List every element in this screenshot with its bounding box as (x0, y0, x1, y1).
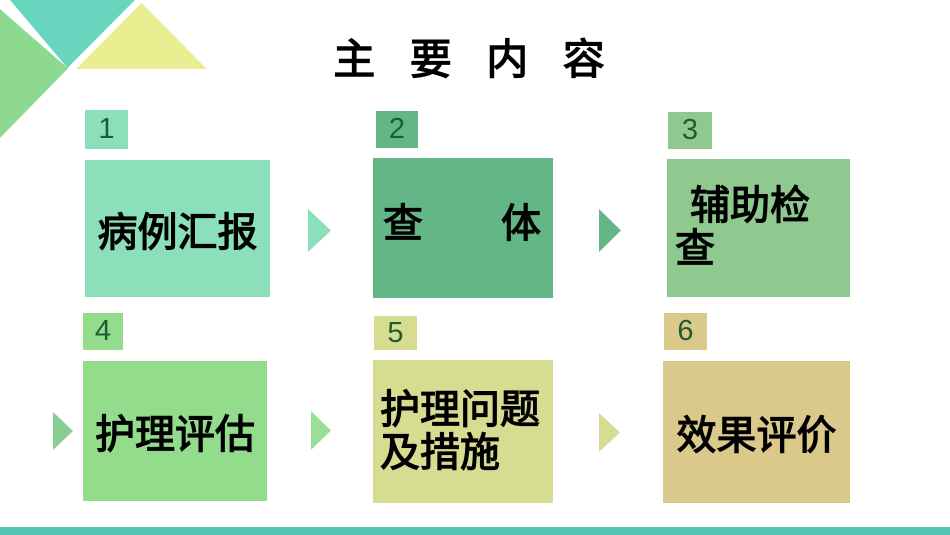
step-number-2: 2 (376, 111, 418, 148)
step-box-nursing-assessment: 护理评估 (83, 361, 267, 501)
step-label-nursing-assessment: 护理评估 (95, 412, 255, 457)
step-number-6: 6 (664, 313, 707, 350)
step-number-4: 4 (83, 313, 123, 350)
step-label-auxiliary-exam: 辅助检 查 (675, 183, 810, 271)
step-label-physical-exam-right: 体 (501, 201, 541, 246)
arrow-right-icon (53, 412, 73, 450)
arrow-right-icon (599, 209, 621, 252)
step-number-1: 1 (85, 110, 128, 149)
step-number-5: 5 (374, 316, 417, 350)
bottom-accent-bar (0, 527, 950, 535)
arrow-right-icon (599, 413, 620, 452)
step-box-physical-exam: 查 体 (373, 158, 553, 298)
step-label-physical-exam-left: 查 (383, 201, 423, 246)
arrow-right-icon (311, 411, 331, 450)
step-box-nursing-problems: 护理问题 及措施 (373, 360, 553, 503)
step-box-auxiliary-exam: 辅助检 查 (667, 159, 850, 297)
arrow-right-icon (308, 209, 331, 252)
step-label-nursing-problems: 护理问题 及措施 (380, 386, 540, 475)
slide-title: 主 要 内 容 (333, 38, 617, 84)
step-number-3: 3 (668, 112, 712, 149)
step-box-effect-evaluation: 效果评价 (663, 361, 850, 503)
step-box-case-report: 病例汇报 (85, 160, 270, 297)
step-label-effect-evaluation: 效果评价 (676, 413, 837, 458)
step-label-case-report: 病例汇报 (97, 209, 258, 255)
